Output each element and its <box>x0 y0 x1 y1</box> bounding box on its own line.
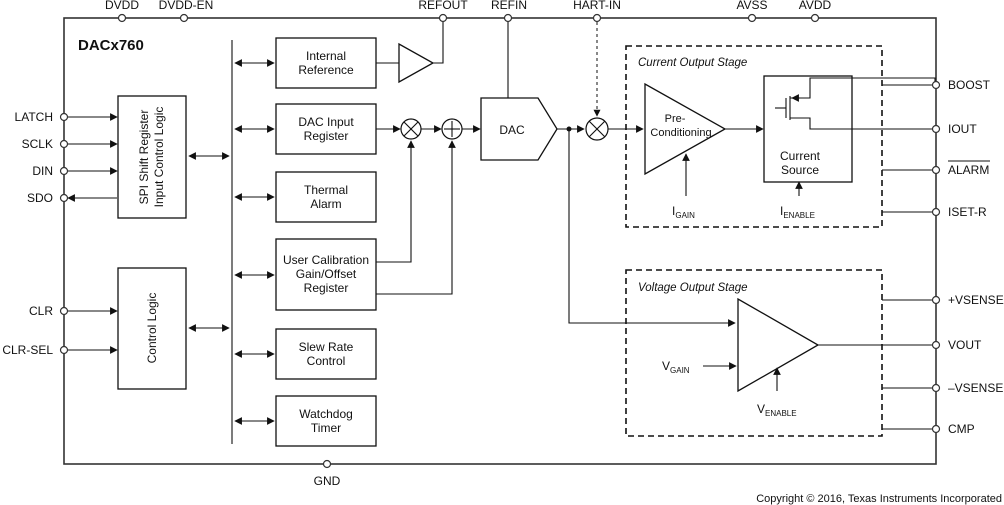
pin-vout <box>931 340 941 350</box>
reference-buffer <box>398 42 435 84</box>
hart-summer-icon <box>585 117 609 141</box>
i-enable-label: IENABLE <box>780 204 815 220</box>
i-gain-label: IGAIN <box>672 204 695 220</box>
pin-clr-sel <box>59 345 69 355</box>
pin-label-boost: BOOST <box>948 78 991 92</box>
control-logic-label: Control Logic <box>145 293 159 364</box>
pin-dvdd <box>117 13 127 23</box>
preconditioning-line1: Pre- <box>665 113 686 125</box>
dac-output-junction <box>566 126 572 132</box>
pin-refout <box>438 13 448 23</box>
pin-label-avdd: AVDD <box>799 0 832 12</box>
spi-label-line2: Input Control Logic <box>152 107 166 208</box>
user-calibration-line3: Register <box>304 281 349 295</box>
preconditioning-amp <box>644 82 727 176</box>
current-stage-label: Current Output Stage <box>638 57 747 69</box>
current-output-stage <box>625 45 883 228</box>
pin-gnd <box>322 459 332 469</box>
chip-outline <box>63 17 937 465</box>
pin-label-avss: AVSS <box>736 0 767 12</box>
spi-block <box>117 95 187 219</box>
thermal-alarm-line2: Alarm <box>310 197 341 211</box>
thermal-alarm-line1: Thermal <box>304 183 348 197</box>
watchdog-block <box>275 395 377 447</box>
thermal-alarm-block <box>275 171 377 223</box>
pin-avss <box>747 13 757 23</box>
pin-cmp <box>931 424 941 434</box>
pin-label-iout: IOUT <box>948 122 977 136</box>
preconditioning-line2: Conditioning <box>650 127 711 139</box>
pin-iout <box>931 124 941 134</box>
internal-reference-line2: Reference <box>298 63 354 77</box>
pin-label-gnd: GND <box>314 474 341 488</box>
voltage-output-amp <box>737 297 820 393</box>
current-source-line1: Current <box>780 149 821 163</box>
pin-alarm <box>931 165 941 175</box>
pin-label-alarm: ALARM <box>948 163 989 177</box>
pin-vsense-minus <box>931 383 941 393</box>
top-pins <box>117 13 820 23</box>
pin-label-iset-r: ISET-R <box>948 205 987 219</box>
user-calibration-line2: Gain/Offset <box>296 267 357 281</box>
dac-block <box>480 97 558 161</box>
pin-boost <box>931 80 941 90</box>
internal-reference-line1: Internal <box>306 49 346 63</box>
slew-rate-line2: Control <box>307 354 346 368</box>
dac-input-register-line2: Register <box>304 129 349 143</box>
v-gain-label: VGAIN <box>662 359 690 375</box>
pin-label-cmp: CMP <box>948 422 975 436</box>
user-calibration-line1: User Calibration <box>283 253 369 267</box>
pin-label-clr: CLR <box>29 304 53 318</box>
pin-clr <box>59 306 69 316</box>
pin-sclk <box>59 139 69 149</box>
adder-icon <box>441 118 463 140</box>
watchdog-line1: Watchdog <box>299 407 353 421</box>
pin-avdd <box>810 13 820 23</box>
pin-sdo <box>59 193 69 203</box>
pin-hart-in <box>592 13 602 23</box>
voltage-stage-label: Voltage Output Stage <box>638 282 748 294</box>
pin-vsense-plus <box>931 295 941 305</box>
pin-latch <box>59 112 69 122</box>
pin-label-vsense-plus: +VSENSE <box>948 293 1004 307</box>
voltage-output-stage <box>625 269 883 437</box>
v-enable-label: VENABLE <box>757 402 797 418</box>
pin-label-din: DIN <box>32 164 53 178</box>
pin-label-vsense-minus: –VSENSE <box>948 381 1003 395</box>
pin-label-refin: REFIN <box>491 0 527 12</box>
pin-refin <box>503 13 513 23</box>
pin-label-latch: LATCH <box>15 110 53 124</box>
dac-label: DAC <box>499 123 525 137</box>
pin-label-refout: REFOUT <box>418 0 468 12</box>
pin-dvdd-en <box>179 13 189 23</box>
dac-input-register-block <box>275 103 377 155</box>
pin-label-dvdd: DVDD <box>105 0 139 12</box>
dac-input-register-line1: DAC Input <box>298 115 354 129</box>
user-calibration-block <box>275 238 377 311</box>
spi-label-line1: SPI Shift Register <box>137 110 151 205</box>
pin-label-sclk: SCLK <box>22 137 53 151</box>
pin-label-sdo: SDO <box>27 191 53 205</box>
multiplier-icon <box>400 118 422 140</box>
pin-label-hart-in: HART-IN <box>573 0 621 12</box>
pin-iset-r <box>931 207 941 217</box>
current-source-line2: Source <box>781 163 819 177</box>
slew-rate-block <box>275 328 377 380</box>
pin-label-clr-sel: CLR-SEL <box>2 343 53 357</box>
copyright-notice: Copyright © 2016, Texas Instruments Inco… <box>756 493 1002 505</box>
slew-rate-line1: Slew Rate <box>299 340 354 354</box>
watchdog-line2: Timer <box>311 421 341 435</box>
control-logic-block <box>117 267 187 390</box>
pin-label-vout: VOUT <box>948 338 982 352</box>
pin-label-dvdd-en: DVDD-EN <box>159 0 214 12</box>
chip-title: DACx760 <box>78 37 144 54</box>
pin-din <box>59 166 69 176</box>
